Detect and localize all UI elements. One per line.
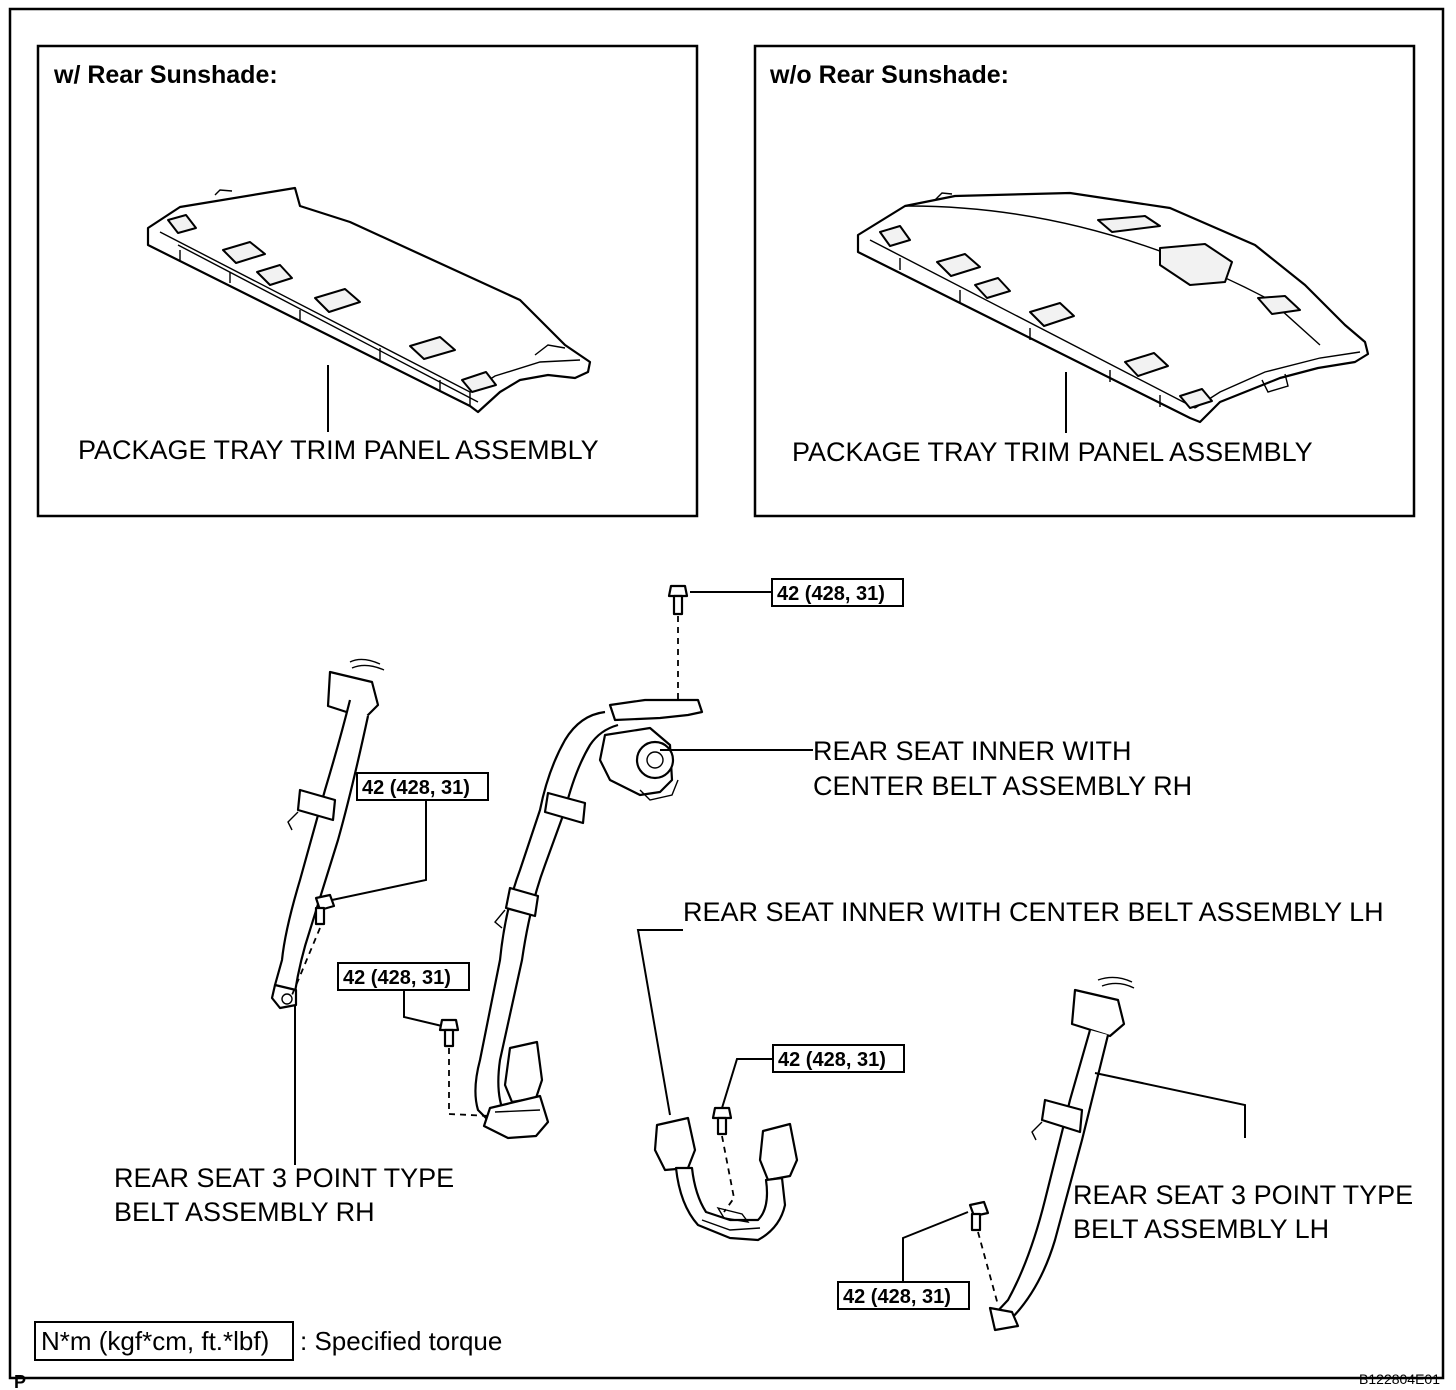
label-inner-lh: REAR SEAT INNER WITH CENTER BELT ASSEMBL…: [683, 897, 1384, 927]
label-inner-rh-line2: CENTER BELT ASSEMBLY RH: [813, 771, 1192, 801]
label-tray-without-sunshade: PACKAGE TRAY TRIM PANEL ASSEMBLY: [792, 437, 1313, 467]
torque-lh-3point: 42 (428, 31): [843, 1286, 951, 1308]
panel-without-sunshade: w/o Rear Sunshade: PACKAGE TRAY TRIM PAN…: [753, 44, 1416, 518]
bolt-icon-top: [667, 584, 689, 616]
torque-top-bolt: 42 (428, 31): [777, 583, 885, 605]
label-three-point-lh-line1: REAR SEAT 3 POINT TYPE: [1073, 1180, 1413, 1210]
inner-rh-belt-drawing: [474, 698, 704, 1140]
label-tray-with-sunshade: PACKAGE TRAY TRIM PANEL ASSEMBLY: [78, 435, 599, 465]
leader-lh-3point-bolt: [902, 1211, 969, 1282]
package-tray-without-sunshade-drawing: [856, 191, 1370, 424]
leader-inner-rh-lower-bolt: [403, 990, 443, 1027]
torque-inner-rh-lower: 42 (428, 31): [343, 967, 451, 989]
legend-description: : Specified torque: [300, 1326, 502, 1356]
torque-rh-3point: 42 (428, 31): [362, 777, 470, 799]
figure-id: B122804E01: [1359, 1371, 1440, 1387]
leader-inner-lh-bolt: [721, 1058, 773, 1109]
guide-rh-3point-bolt: [291, 927, 321, 996]
panel-with-sunshade: w/ Rear Sunshade: PACKAGE TRAY TRIM PANE…: [36, 44, 699, 518]
three-point-lh-belt-drawing: [968, 976, 1135, 1332]
package-tray-with-sunshade-drawing: [146, 186, 592, 414]
three-point-rh-belt-drawing: [270, 658, 385, 1010]
leader-inner-lh: [636, 929, 683, 1116]
label-three-point-lh-line2: BELT ASSEMBLY LH: [1073, 1214, 1329, 1244]
label-three-point-rh-line1: REAR SEAT 3 POINT TYPE: [114, 1163, 454, 1193]
torque-box-rh-3point: [356, 772, 489, 801]
panel-with-sunshade-header: w/ Rear Sunshade:: [53, 61, 278, 89]
inner-lh-belt-drawing: [653, 1116, 799, 1242]
guide-lh-3point-bolt: [977, 1231, 999, 1306]
panel-without-sunshade-header: w/o Rear Sunshade:: [769, 61, 1009, 89]
torque-box-lh-3point: [837, 1281, 970, 1310]
torque-box-inner-lh: [772, 1044, 905, 1073]
leader-rh-3point-bolt: [331, 800, 427, 901]
corner-mark: P: [14, 1372, 26, 1390]
guide-inner-rh-lower-bolt: [448, 1048, 491, 1117]
label-inner-rh-line1: REAR SEAT INNER WITH: [813, 736, 1132, 766]
legend-unit-box: [34, 1321, 294, 1361]
bolt-icon-inner-rh-lower: [438, 1018, 460, 1048]
legend-unit-text: N*m (kgf*cm, ft.*lbf): [41, 1326, 269, 1356]
leader-three-point-lh: [1094, 1072, 1246, 1138]
top-bolt-group: 42 (428, 31): [667, 578, 904, 700]
bolt-icon-inner-lh: [711, 1106, 733, 1136]
torque-box-top-bolt: [771, 578, 904, 607]
label-three-point-rh-line2: BELT ASSEMBLY RH: [114, 1197, 375, 1227]
torque-inner-lh: 42 (428, 31): [778, 1049, 886, 1071]
